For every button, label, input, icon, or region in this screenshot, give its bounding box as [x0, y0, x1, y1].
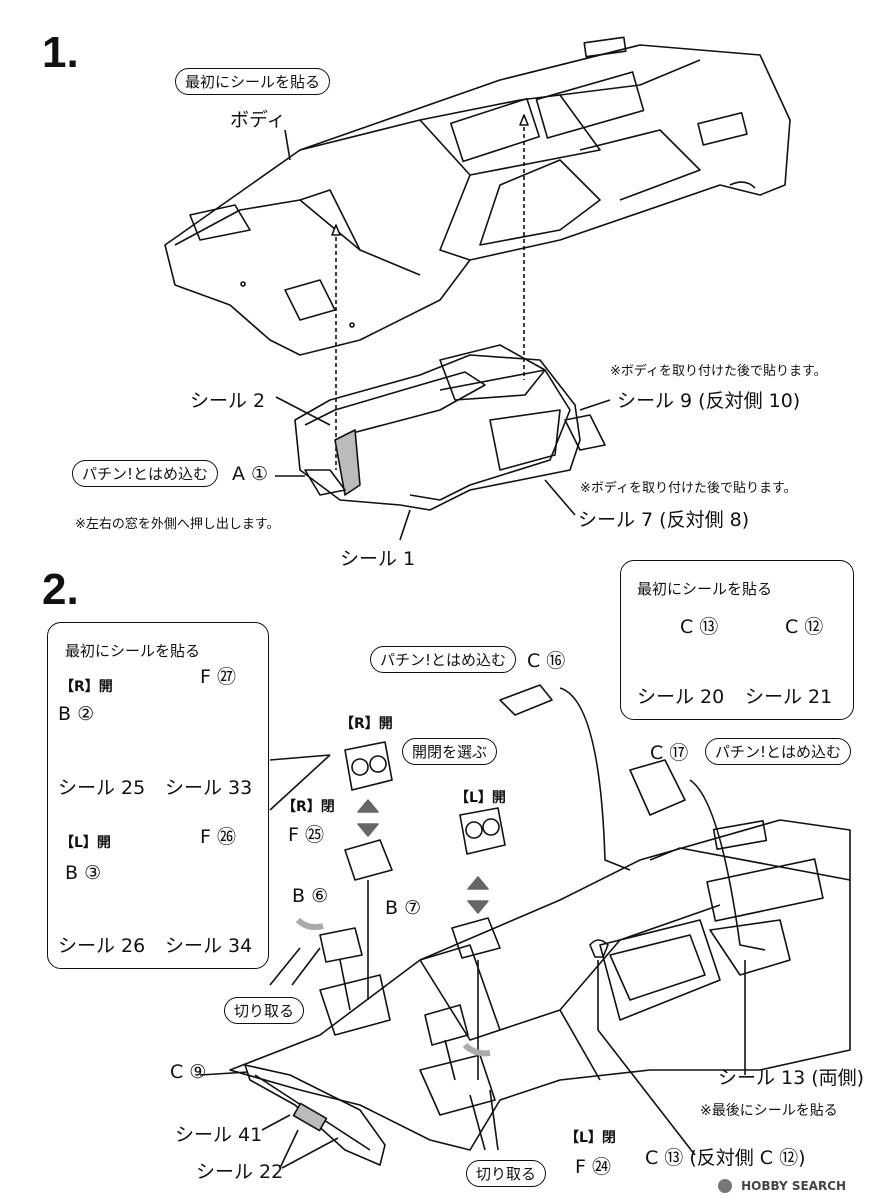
body-label: ボディ — [230, 109, 286, 131]
last-seal-note: ※最後にシールを貼る — [700, 1103, 838, 1119]
left-panel-seal34: シール 34 — [165, 935, 253, 957]
part-f24-label: F ㉔ — [575, 1156, 611, 1178]
left-panel-title: 最初にシールを貼る — [65, 642, 201, 660]
choose-open-close-note: 開閉を選ぶ — [402, 738, 498, 765]
part-b7-label: B ⑦ — [385, 897, 422, 919]
left-panel-seal33: シール 33 — [165, 777, 253, 799]
part-c13-bottom-label: C ⑬ (反対側 C ⑫) — [645, 1147, 806, 1169]
watermark: HOBBY SEARCH — [718, 1175, 846, 1194]
r-open-label: 【R】開 — [340, 716, 393, 732]
left-panel-l-open: 【L】開 — [60, 835, 111, 851]
watermark-text: HOBBY SEARCH — [741, 1179, 847, 1193]
right-panel-seal20: シール 20 — [637, 686, 725, 708]
front-bumper-part — [244, 1064, 386, 1166]
window-push-note: ※左右の窓を外側へ押し出します。 — [75, 517, 280, 532]
left-panel-b2: B ② — [58, 703, 95, 725]
seal-22-label: シール 22 — [196, 1161, 284, 1183]
right-info-panel — [620, 560, 854, 720]
left-panel-seal25: シール 25 — [58, 777, 146, 799]
right-panel-c13: C ⑬ — [680, 616, 719, 638]
right-panel-title: 最初にシールを貼る — [637, 580, 773, 598]
seal-1-label: シール 1 — [340, 548, 416, 570]
after-body-note-2: ※ボディを取り付けた後で貼ります。 — [580, 481, 797, 496]
snap-note-c17: パチン!とはめ込む — [705, 738, 852, 765]
first-seal-note: 最初にシールを貼る — [175, 68, 331, 95]
l-closed-label: 【L】閉 — [565, 1130, 616, 1146]
headlight-parts — [319, 741, 506, 1046]
part-c17-label: C ⑰ — [650, 742, 689, 764]
left-panel-r-open: 【R】開 — [60, 679, 113, 695]
seal-41-label: シール 41 — [175, 1124, 263, 1146]
left-panel-f27: F ㉗ — [200, 666, 236, 688]
watermark-logo-icon — [718, 1178, 732, 1193]
left-panel-b3: B ③ — [65, 862, 102, 884]
snap-note: パチン!とはめ込む — [72, 460, 219, 487]
window-frame-part — [294, 344, 606, 511]
left-panel-f26: F ㉖ — [200, 826, 236, 848]
seal-13-label: シール 13 (両側) — [718, 1067, 865, 1089]
seal-7-label: シール 7 (反対側 8) — [578, 509, 750, 531]
step-number-2: 2. — [42, 565, 79, 614]
l-open-label: 【L】開 — [455, 790, 506, 806]
cut-note-right: 切り取る — [466, 1160, 547, 1187]
seal-9-label: シール 9 (反対側 10) — [617, 390, 801, 412]
left-info-panel — [47, 622, 269, 969]
seal-2-label: シール 2 — [190, 390, 266, 412]
part-b6-label: B ⑥ — [292, 885, 329, 907]
r-closed-label: 【R】閉 — [282, 799, 335, 815]
left-panel-seal26: シール 26 — [58, 935, 146, 957]
right-panel-c12: C ⑫ — [785, 616, 824, 638]
part-a1-label: A ① — [232, 463, 269, 485]
snap-note-c16: パチン!とはめ込む — [370, 646, 517, 673]
car-body-drawing-step1 — [164, 36, 791, 356]
right-panel-seal21: シール 21 — [745, 686, 833, 708]
cut-note-left: 切り取る — [224, 997, 305, 1024]
part-f25-label: F ㉕ — [288, 824, 324, 846]
part-c16-label: C ⑯ — [527, 650, 566, 672]
step-number-1: 1. — [42, 28, 79, 77]
after-body-note-1: ※ボディを取り付けた後で貼ります。 — [610, 364, 827, 379]
part-c9-label: C ⑨ — [170, 1061, 207, 1083]
car-front-drawing-step2 — [229, 819, 851, 1151]
